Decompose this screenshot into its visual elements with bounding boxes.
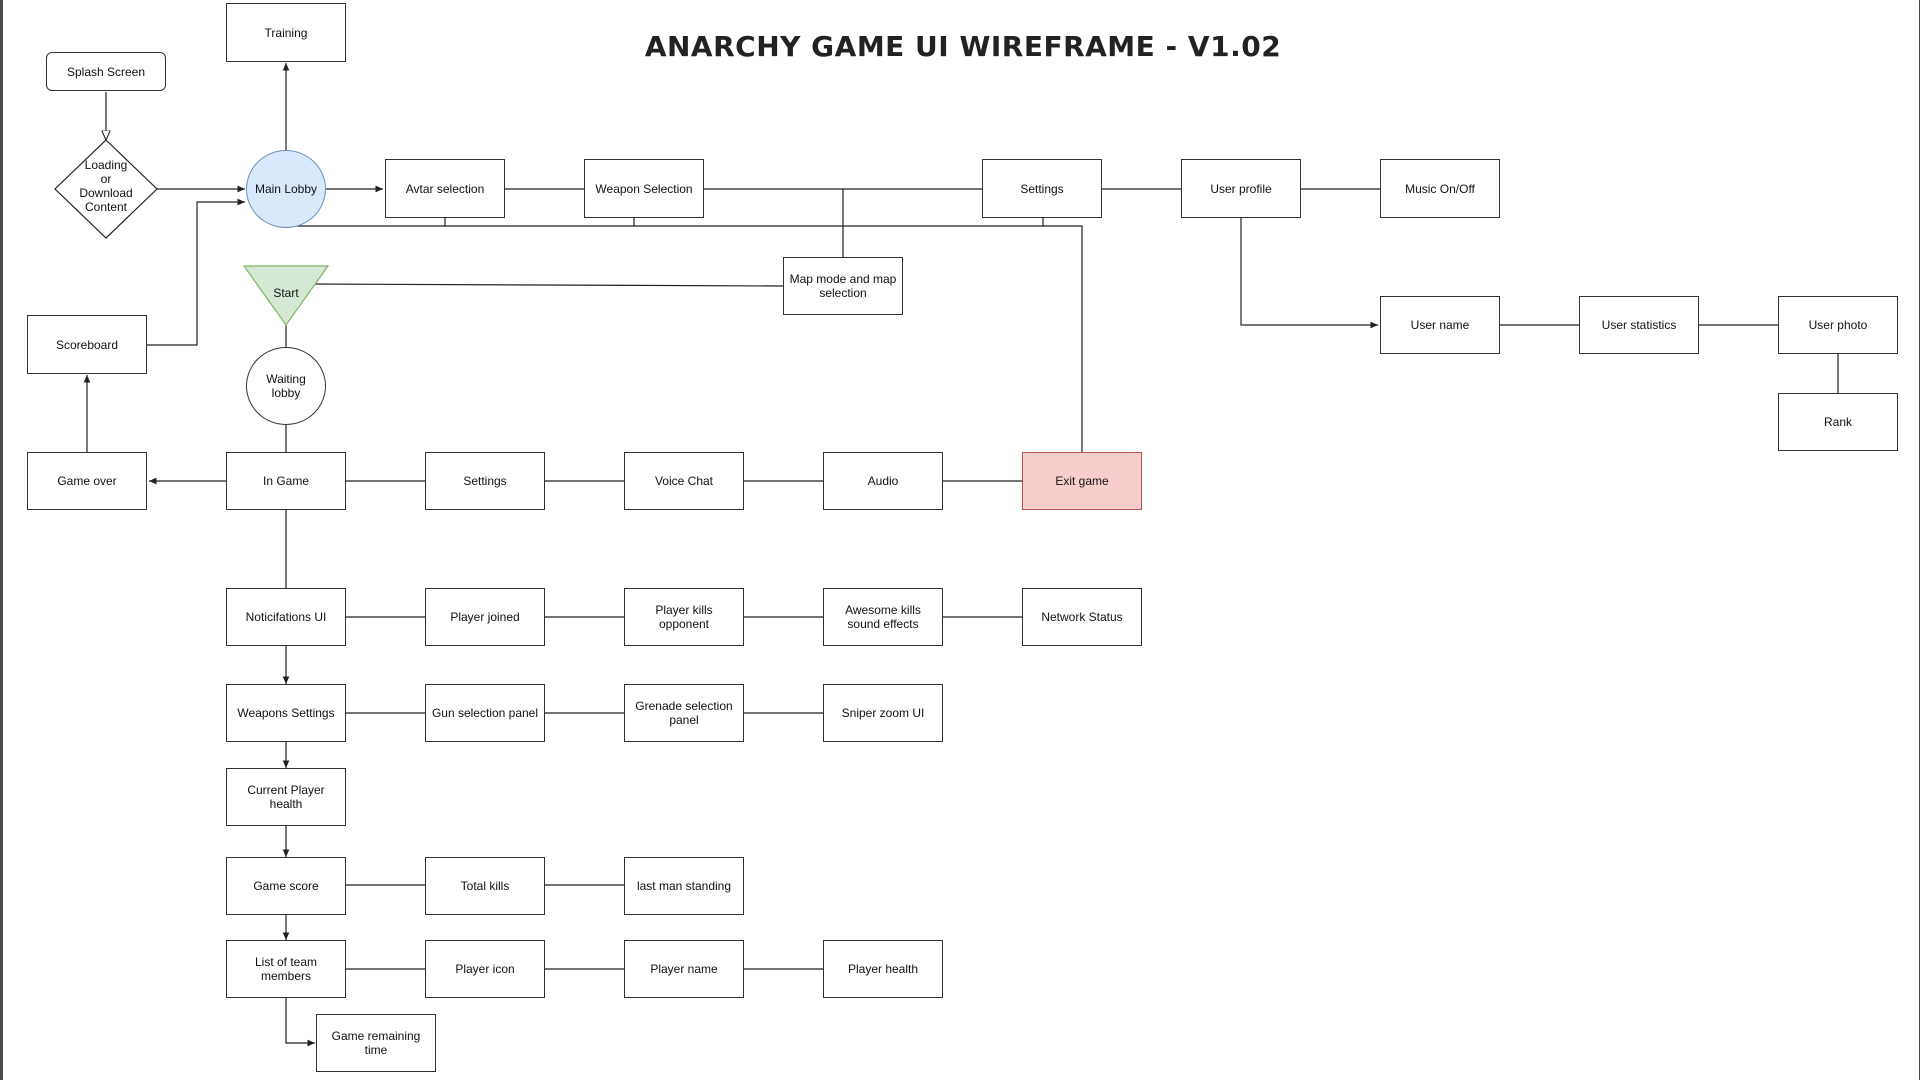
node-player-name[interactable]: Player name: [624, 940, 744, 998]
node-last-man-standing[interactable]: last man standing: [624, 857, 744, 915]
node-settings-main[interactable]: Settings: [982, 159, 1102, 218]
node-audio[interactable]: Audio: [823, 452, 943, 510]
node-game-over[interactable]: Game over: [27, 452, 147, 510]
node-avatar-selection[interactable]: Avtar selection: [385, 159, 505, 218]
connector-scoreboard-lobby: [147, 198, 245, 346]
loading-label: Loading or Download Content: [79, 158, 133, 214]
node-music-toggle[interactable]: Music On/Off: [1380, 159, 1500, 218]
connector-profile-username: [1240, 218, 1378, 329]
connectors-layer: [54, 63, 1839, 1047]
node-in-game[interactable]: In Game: [226, 452, 346, 510]
node-map-mode[interactable]: Map mode and map selection: [783, 257, 903, 315]
start-triangle: [242, 265, 330, 327]
node-player-health[interactable]: Player health: [823, 940, 943, 998]
diagram-canvas: ANARCHY GAME UI WIREFRAME - V1.02 Splash…: [3, 0, 1919, 1080]
node-scoreboard[interactable]: Scoreboard: [27, 315, 147, 374]
node-current-health[interactable]: Current Player health: [226, 768, 346, 826]
node-remaining-time[interactable]: Game remaining time: [316, 1014, 436, 1072]
connector-lobby-bus: [286, 225, 1083, 452]
node-user-name[interactable]: User name: [1380, 296, 1500, 354]
node-weapon-selection[interactable]: Weapon Selection: [584, 159, 704, 218]
node-main-lobby[interactable]: Main Lobby: [246, 150, 326, 228]
node-user-profile[interactable]: User profile: [1181, 159, 1301, 218]
loading-decision-diamond: [54, 139, 158, 239]
node-gun-selection[interactable]: Gun selection panel: [425, 684, 545, 742]
node-player-icon[interactable]: Player icon: [425, 940, 545, 998]
page-title: ANARCHY GAME UI WIREFRAME - V1.02: [644, 30, 1282, 63]
node-player-joined[interactable]: Player joined: [425, 588, 545, 646]
node-user-photo[interactable]: User photo: [1778, 296, 1898, 354]
node-exit-game[interactable]: Exit game: [1022, 452, 1142, 510]
node-notifications-ui[interactable]: Noticifations UI: [226, 588, 346, 646]
node-start[interactable]: Start: [273, 286, 299, 300]
connector-map-start: [307, 283, 784, 287]
node-weapons-settings[interactable]: Weapons Settings: [226, 684, 346, 742]
node-grenade-selection[interactable]: Grenade selection panel: [624, 684, 744, 742]
node-waiting-lobby[interactable]: Waiting lobby: [246, 347, 326, 425]
node-player-kills[interactable]: Player kills opponent: [624, 588, 744, 646]
node-awesome-kills[interactable]: Awesome kills sound effects: [823, 588, 943, 646]
node-splash-screen[interactable]: Splash Screen: [46, 52, 166, 91]
node-training[interactable]: Training: [226, 3, 346, 62]
node-rank[interactable]: Rank: [1778, 393, 1898, 451]
node-sniper-zoom[interactable]: Sniper zoom UI: [823, 684, 943, 742]
node-settings-in-game[interactable]: Settings: [425, 452, 545, 510]
node-loading-content[interactable]: Loading or Download Content: [66, 155, 146, 217]
node-total-kills[interactable]: Total kills: [425, 857, 545, 915]
node-network-status[interactable]: Network Status: [1022, 588, 1142, 646]
node-game-score[interactable]: Game score: [226, 857, 346, 915]
node-team-members[interactable]: List of team members: [226, 940, 346, 998]
connector-team-time: [285, 998, 315, 1047]
node-voice-chat[interactable]: Voice Chat: [624, 452, 744, 510]
node-user-statistics[interactable]: User statistics: [1579, 296, 1699, 354]
